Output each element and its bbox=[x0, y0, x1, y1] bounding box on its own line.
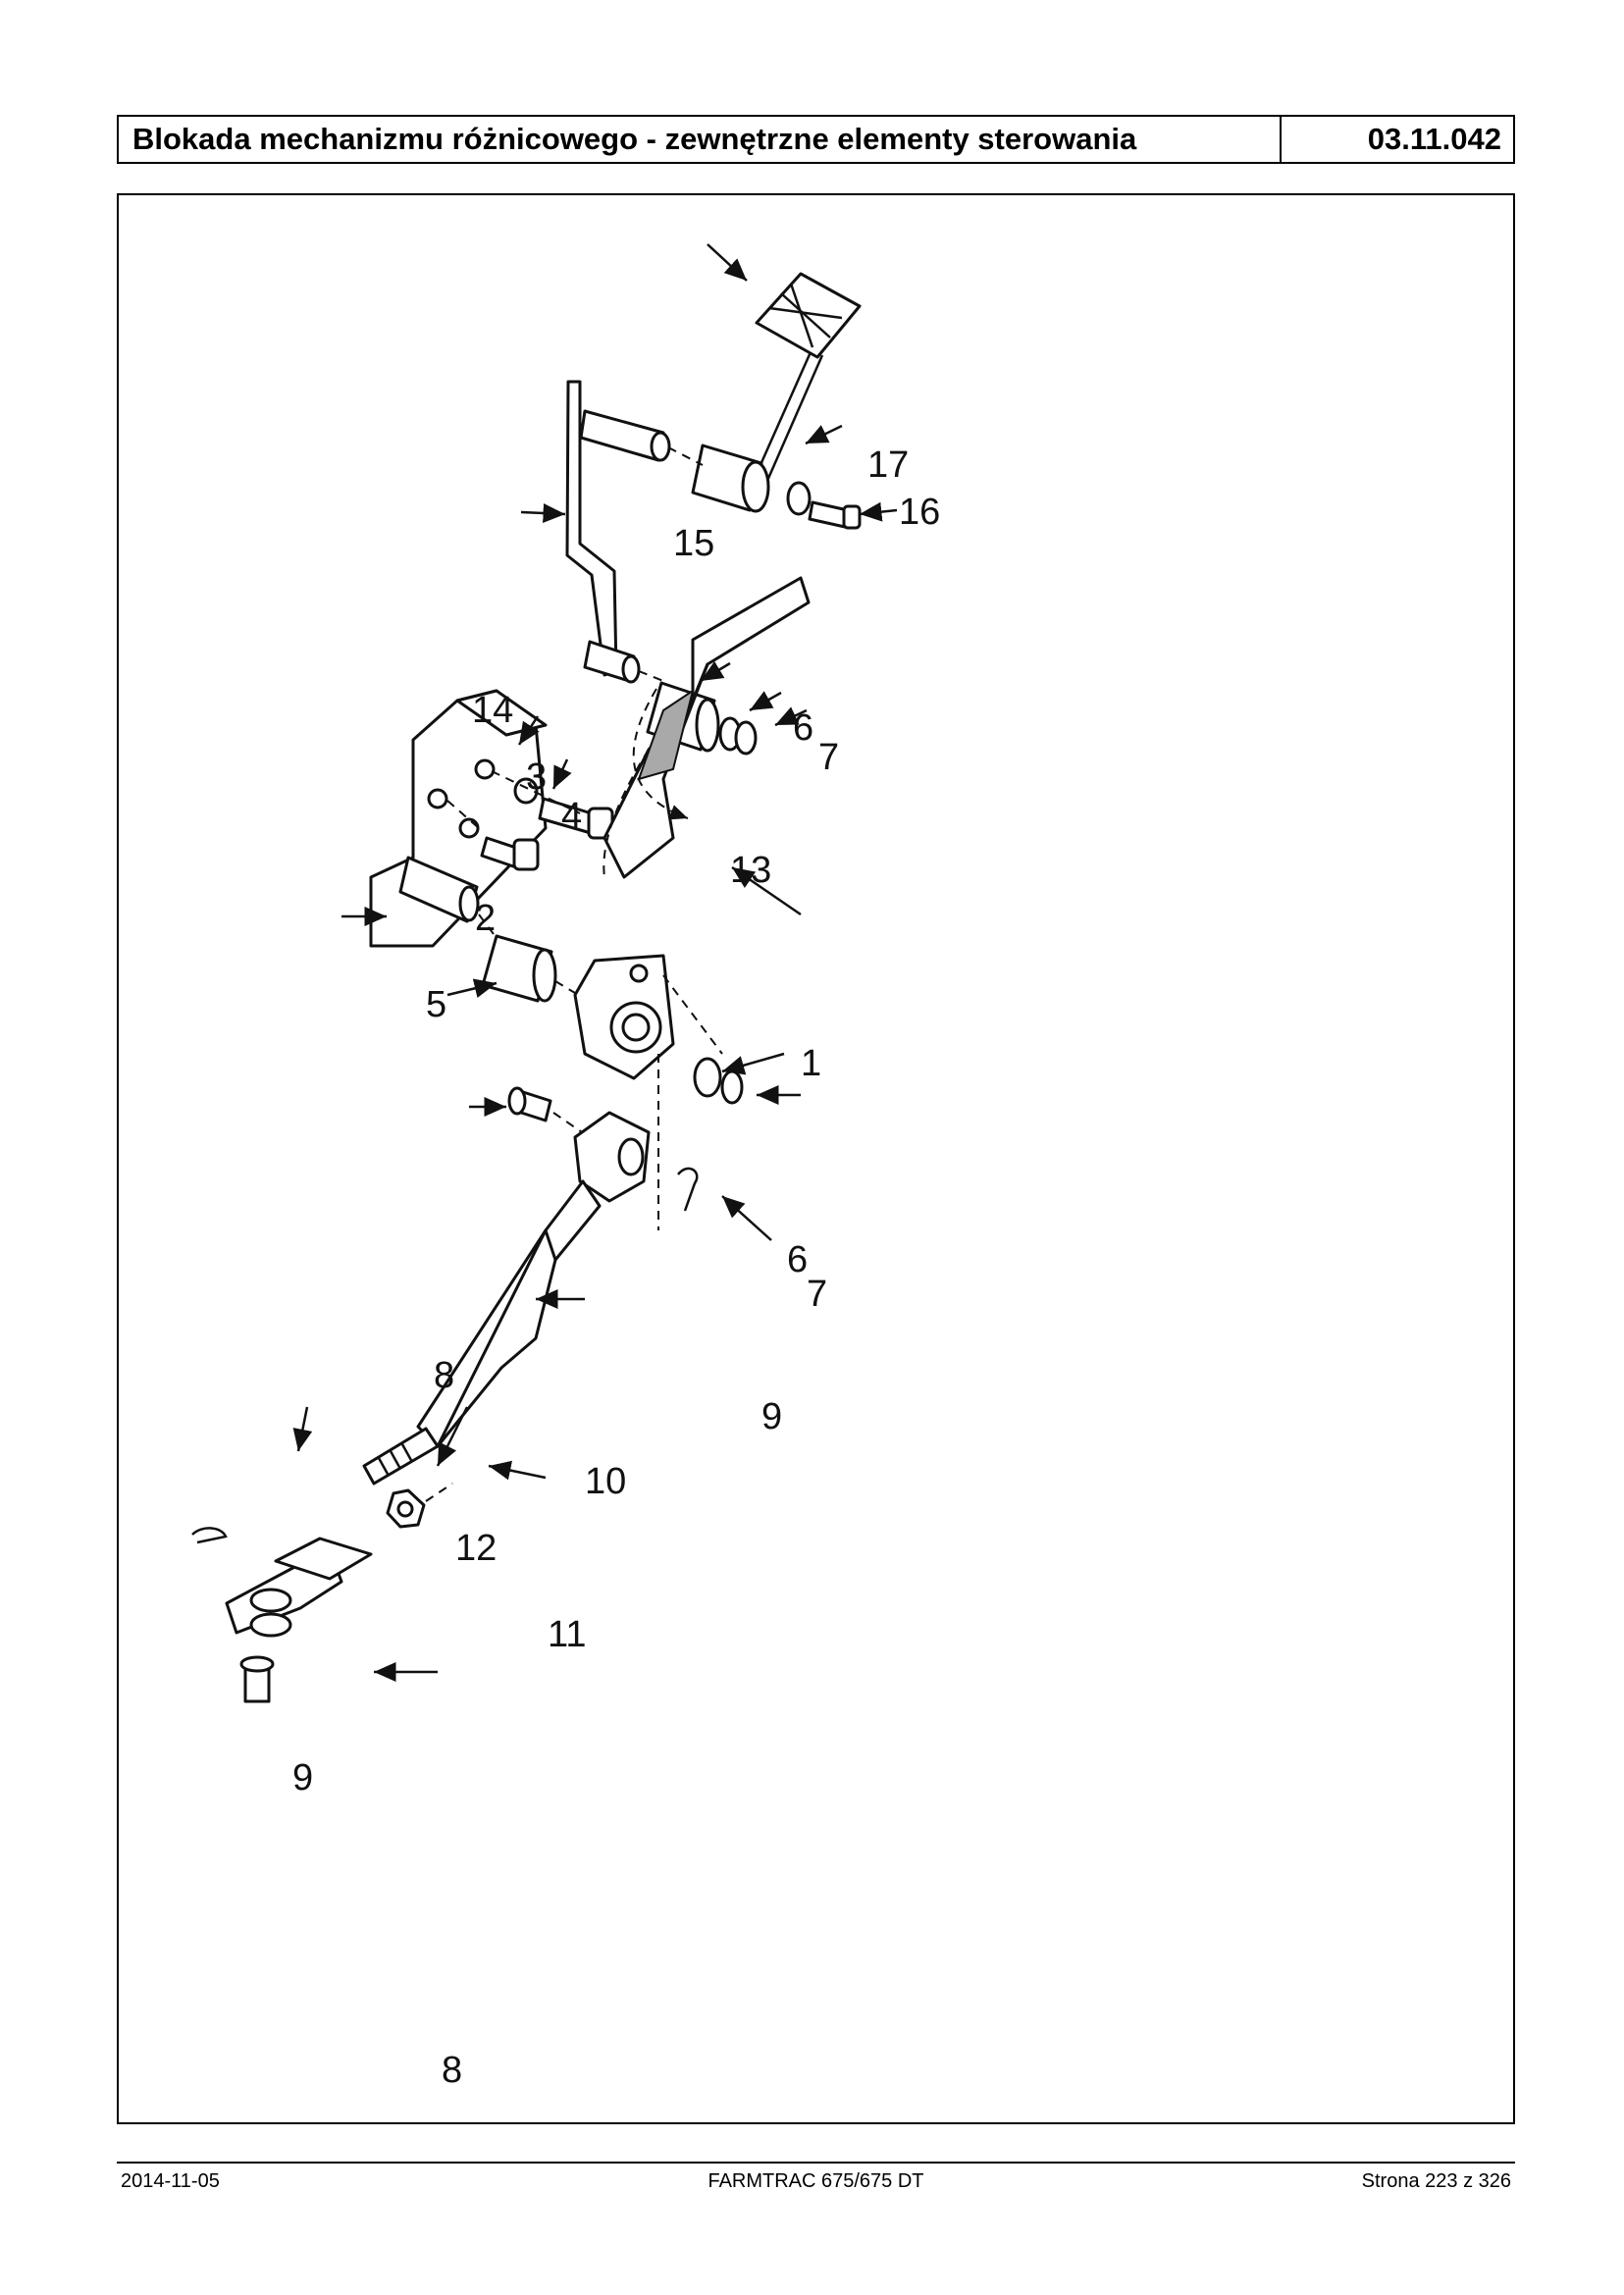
nut-12 bbox=[386, 1488, 426, 1529]
callout-7-upper: 7 bbox=[818, 737, 839, 778]
callout-15: 15 bbox=[673, 523, 714, 564]
callout-12: 12 bbox=[455, 1528, 497, 1569]
callout-9-upper: 9 bbox=[761, 1396, 782, 1437]
washer-17 bbox=[786, 481, 812, 516]
footer-rule bbox=[117, 2162, 1515, 2164]
pedal-arm-14 bbox=[565, 380, 671, 684]
leader-arrows bbox=[292, 243, 898, 1682]
callout-10: 10 bbox=[585, 1461, 626, 1502]
bushing-5 bbox=[481, 934, 557, 1003]
clevis-fork bbox=[225, 1537, 373, 1638]
lever-1 bbox=[573, 576, 811, 1080]
callout-6-lower: 6 bbox=[787, 1239, 808, 1280]
clip-7-upper bbox=[734, 720, 758, 756]
pedal-sleeve-15 bbox=[691, 443, 770, 513]
callout-16: 16 bbox=[899, 492, 940, 533]
page-title: Blokada mechanizmu różnicowego - zewnętr… bbox=[119, 117, 1282, 162]
footer-date: 2014-11-05 bbox=[121, 2170, 220, 2192]
diagram-frame: 1 2 3 4 5 6 7 8 9 10 11 12 13 14 15 16 1… bbox=[117, 193, 1515, 2124]
footer-page-number: Strona 223 z 326 bbox=[1361, 2170, 1511, 2192]
callout-5: 5 bbox=[426, 984, 446, 1025]
clip-7-lower bbox=[720, 1069, 744, 1105]
callout-1: 1 bbox=[801, 1043, 821, 1084]
section-code: 03.11.042 bbox=[1367, 122, 1501, 156]
callout-17: 17 bbox=[867, 444, 909, 486]
cotter-pin-9-lower bbox=[191, 1527, 228, 1544]
bolt-16 bbox=[808, 500, 862, 530]
pin-8-upper bbox=[507, 1086, 552, 1122]
callout-3: 3 bbox=[526, 756, 547, 798]
callout-4: 4 bbox=[561, 796, 582, 837]
callout-8-lower: 8 bbox=[442, 2050, 462, 2091]
pin-8-lower bbox=[239, 1655, 275, 1703]
header-bar: Blokada mechanizmu różnicowego - zewnętr… bbox=[117, 115, 1515, 164]
callout-7-lower: 7 bbox=[807, 1274, 827, 1315]
bracket-plate-2 bbox=[369, 689, 548, 948]
callout-11: 11 bbox=[548, 1614, 586, 1655]
pedal-pad bbox=[750, 272, 862, 491]
washer-6-lower bbox=[693, 1057, 722, 1098]
callout-2: 2 bbox=[475, 898, 496, 939]
callout-6-upper: 6 bbox=[793, 707, 813, 749]
footer-model: FARMTRAC 675/675 DT bbox=[707, 2170, 924, 2192]
callout-13: 13 bbox=[730, 850, 771, 891]
cotter-pin-9-upper bbox=[677, 1167, 699, 1212]
linkage-rod-10 bbox=[362, 1111, 651, 1486]
callout-9-lower: 9 bbox=[292, 1757, 313, 1799]
footer: 2014-11-05 FARMTRAC 675/675 DT Strona 22… bbox=[117, 2170, 1515, 2200]
callout-14: 14 bbox=[472, 690, 513, 731]
bolt-4-lower bbox=[480, 836, 540, 871]
callout-8-upper: 8 bbox=[434, 1355, 454, 1396]
exploded-parts-diagram: 1 2 3 4 5 6 7 8 9 10 11 12 13 14 15 16 1… bbox=[191, 243, 940, 2091]
